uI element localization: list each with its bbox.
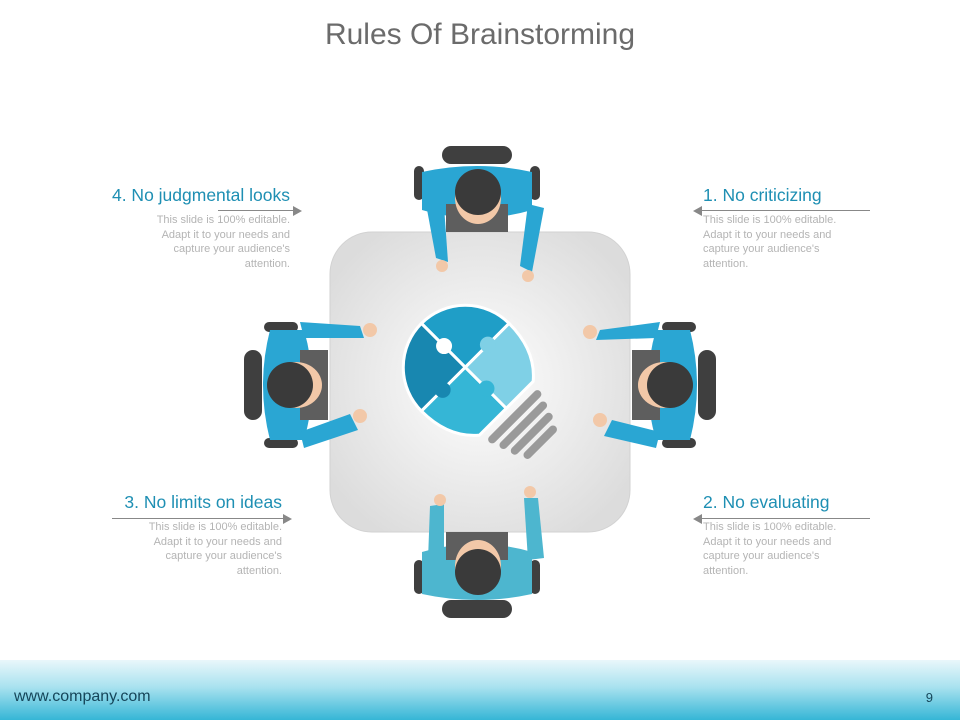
rule-no-limits-on-ideas: 3. No limits on ideas This slide is 100%… [82, 492, 282, 578]
rule-heading: 2. No evaluating [703, 492, 830, 512]
page-number: 9 [925, 690, 933, 705]
rule-description: This slide is 100% editable. Adapt it to… [703, 214, 837, 270]
footer-bar: www.company.com 9 [0, 660, 960, 720]
rule-description: This slide is 100% editable. Adapt it to… [156, 214, 290, 270]
rule-no-evaluating: 2. No evaluating This slide is 100% edit… [703, 492, 903, 578]
rule-heading: 4. No judgmental looks [111, 185, 290, 205]
person-top-view [583, 322, 716, 448]
rule-description: This slide is 100% editable. Adapt it to… [703, 521, 837, 577]
arrow-right-icon [112, 514, 292, 524]
rule-heading: 3. No limits on ideas [124, 492, 282, 512]
rule-no-criticizing: 1. No criticizing This slide is 100% edi… [703, 185, 903, 271]
person-top-view [414, 146, 544, 282]
rule-no-judgmental-looks: 4. No judgmental looks This slide is 100… [90, 185, 290, 271]
brainstorming-table-illustration [244, 146, 716, 618]
arrow-right-icon [218, 206, 302, 216]
slide-title: Rules Of Brainstorming [324, 18, 636, 51]
arrow-left-icon [693, 514, 870, 524]
person-top-view [414, 486, 544, 618]
puzzle-lightbulb-icon [401, 303, 557, 459]
rule-description: This slide is 100% editable. Adapt it to… [148, 521, 282, 577]
footer-url[interactable]: www.company.com [14, 688, 151, 705]
arrow-left-icon [693, 206, 870, 216]
rule-heading: 1. No criticizing [703, 185, 822, 205]
person-top-view [244, 322, 377, 448]
